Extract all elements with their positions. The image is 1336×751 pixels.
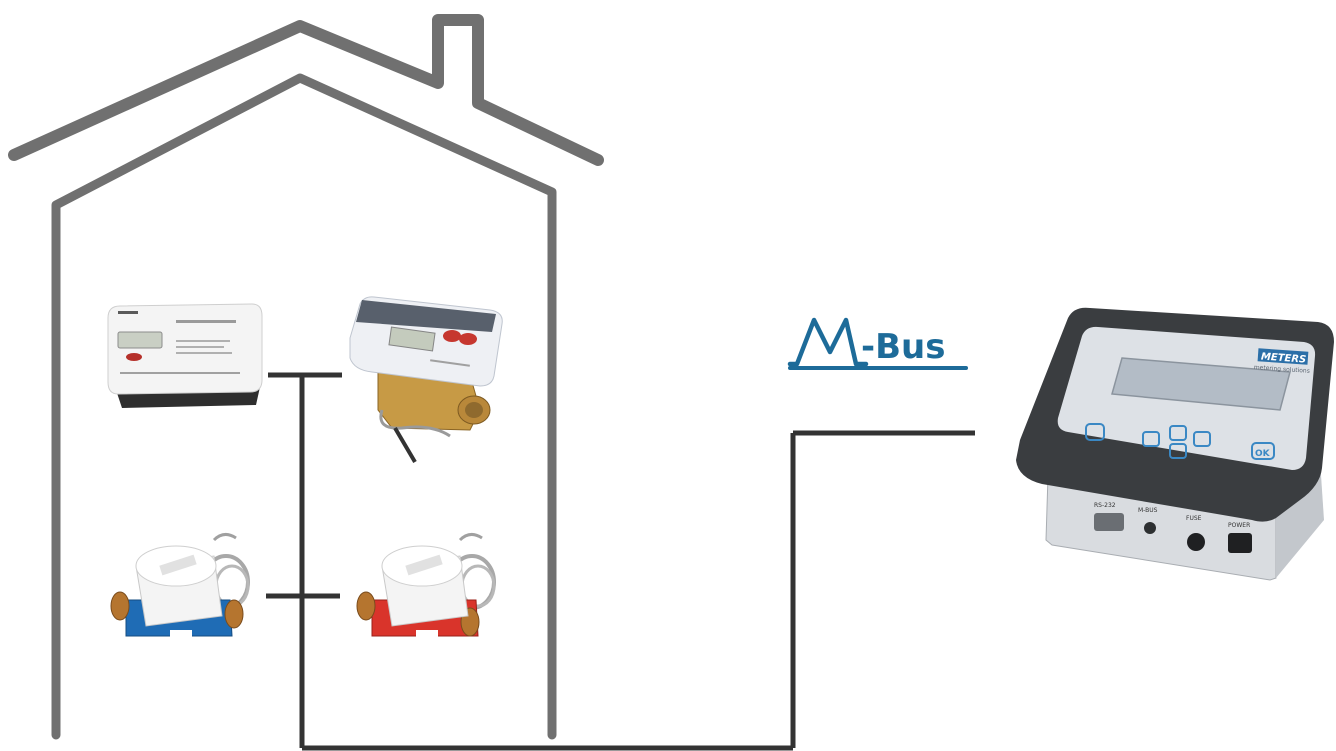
- heat-meter-ultrasonic: [350, 297, 502, 462]
- gateway-mbus-jack: [1144, 522, 1156, 534]
- bus-wiring: [266, 375, 975, 748]
- mbus-logo-text: -Bus: [861, 327, 945, 367]
- gateway-port-label-power: POWER: [1228, 522, 1250, 529]
- mbus-logo: -Bus: [790, 320, 966, 368]
- gateway-port-label-mbus: M-BUS: [1138, 507, 1158, 514]
- water-meter-cold: [111, 534, 248, 637]
- heat-meter-compact: [108, 304, 262, 408]
- mbus-gateway: METERS metering solutions OK RS-232 M-BU…: [1016, 308, 1334, 580]
- gateway-port-label-fuse: FUSE: [1186, 515, 1202, 522]
- gateway-rs232-connector: [1094, 513, 1124, 531]
- house-roof-outer: [14, 20, 598, 160]
- water-meter-hot: [357, 534, 494, 637]
- gateway-port-label-rs232: RS-232: [1094, 502, 1116, 509]
- mbus-logo-m-letter: [790, 320, 866, 364]
- gateway-ok-label: OK: [1255, 449, 1271, 459]
- gateway-fuse-holder: [1187, 533, 1205, 551]
- gateway-power-socket: [1228, 533, 1252, 553]
